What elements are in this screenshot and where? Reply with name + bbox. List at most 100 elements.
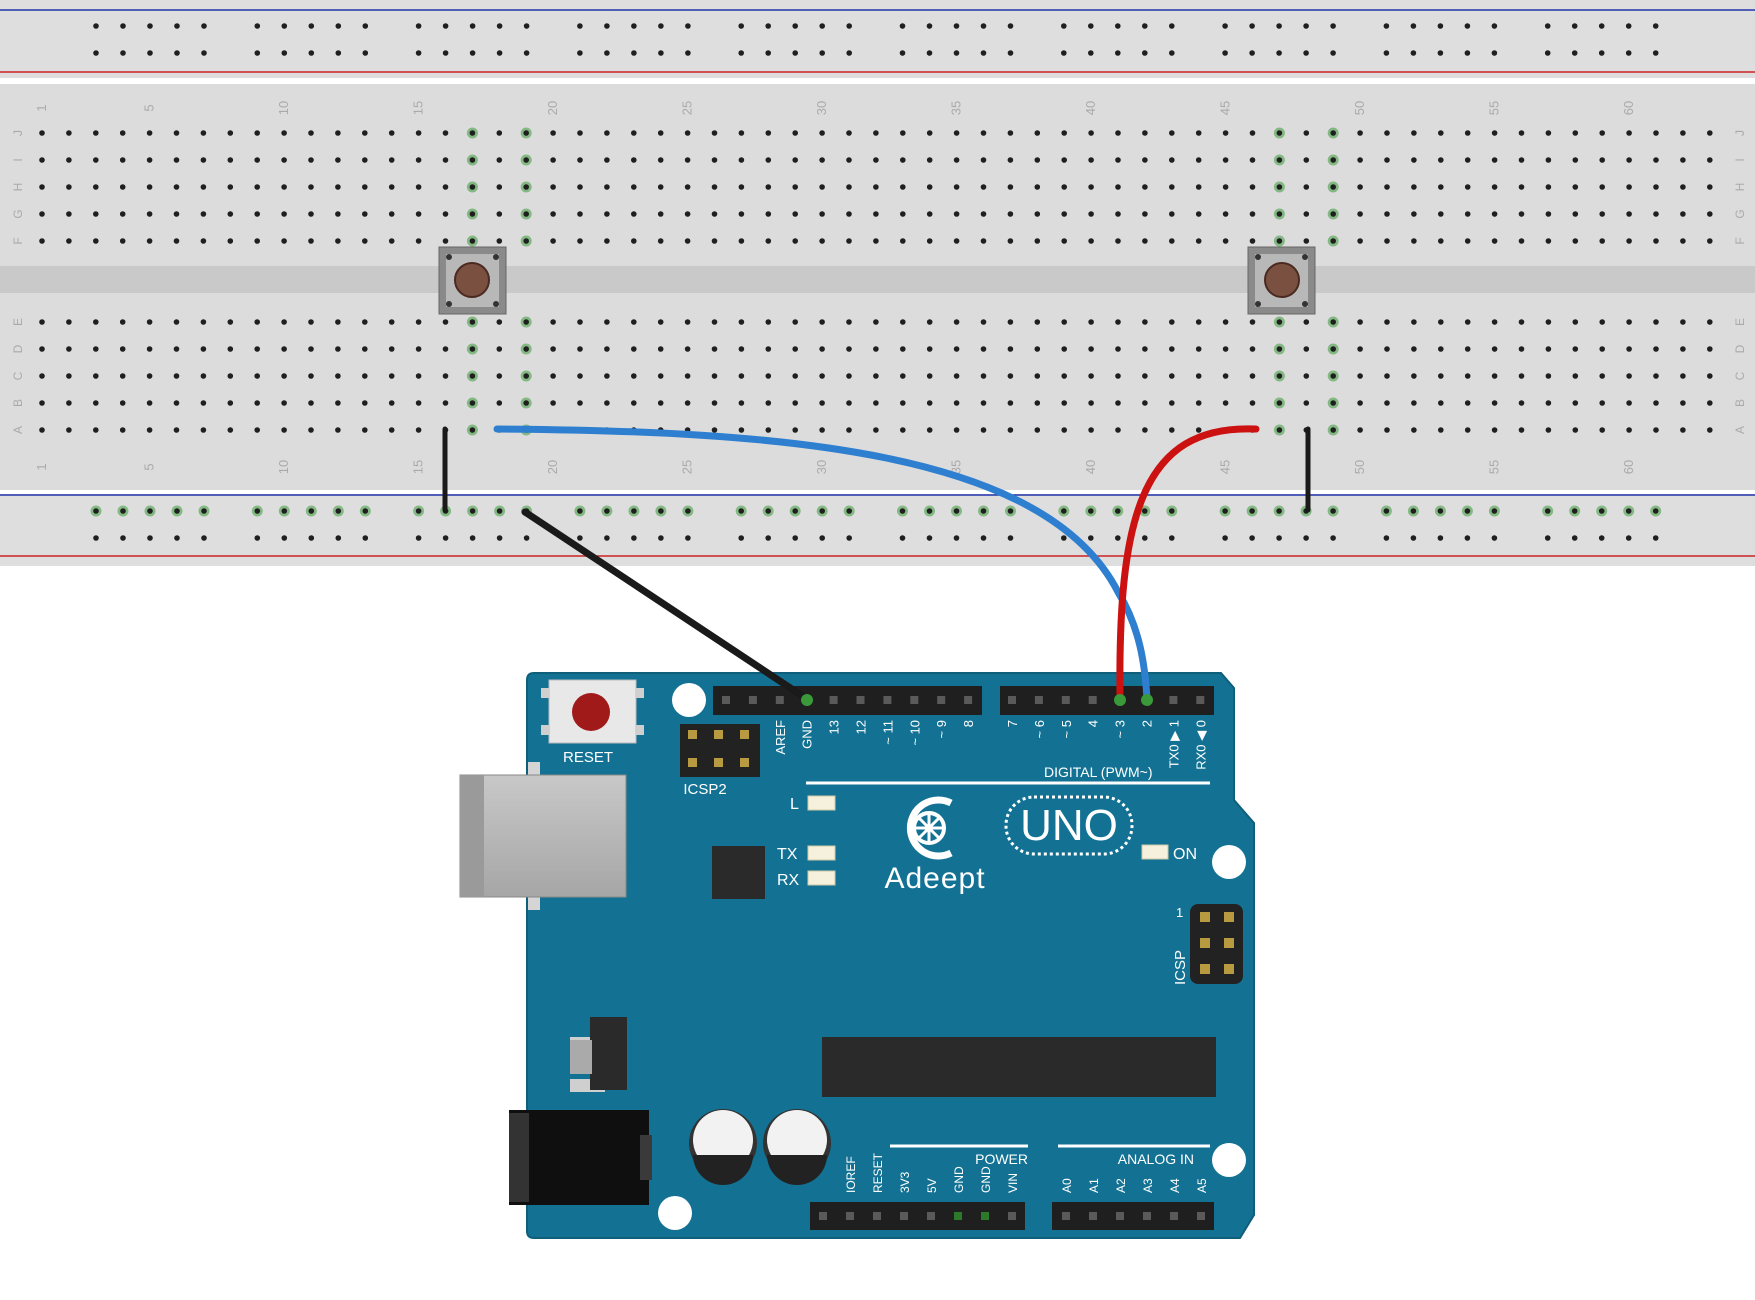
breadboard-hole[interactable] [1545, 319, 1552, 325]
breadboard-hole[interactable] [1491, 184, 1498, 190]
breadboard-hole[interactable] [442, 157, 449, 163]
breadboard-hole[interactable] [604, 346, 610, 352]
breadboard-hole[interactable] [1034, 238, 1041, 244]
breadboard-hole[interactable] [362, 373, 368, 379]
breadboard-hole[interactable] [200, 427, 207, 433]
rail-hole[interactable] [201, 535, 207, 541]
rail-hole[interactable] [308, 535, 315, 541]
breadboard-hole[interactable] [711, 238, 718, 244]
rail-hole[interactable] [953, 508, 960, 514]
breadboard-hole[interactable] [604, 211, 610, 217]
push-button-left[interactable] [438, 246, 507, 315]
rail-hole[interactable] [1410, 23, 1417, 29]
header-pin[interactable] [1008, 1212, 1016, 1220]
breadboard-hole[interactable] [1195, 211, 1202, 217]
breadboard-hole[interactable] [362, 238, 368, 244]
breadboard-hole[interactable] [1061, 238, 1067, 244]
breadboard-hole[interactable] [1707, 319, 1713, 325]
breadboard-hole[interactable] [1034, 400, 1041, 406]
rail-hole[interactable] [980, 23, 987, 29]
breadboard-hole[interactable] [200, 211, 207, 217]
breadboard-hole[interactable] [846, 319, 852, 325]
breadboard-hole[interactable] [1680, 130, 1686, 136]
breadboard-hole[interactable] [335, 157, 341, 163]
breadboard-hole[interactable] [1491, 373, 1498, 379]
rail-hole[interactable] [765, 50, 771, 56]
breadboard-hole[interactable] [1276, 157, 1283, 163]
rail-hole[interactable] [254, 535, 261, 541]
breadboard-hole[interactable] [335, 184, 341, 190]
breadboard-hole[interactable] [335, 319, 341, 325]
breadboard-hole[interactable] [846, 373, 852, 379]
breadboard-hole[interactable] [335, 238, 341, 244]
header-pin[interactable] [748, 696, 757, 704]
rail-hole[interactable] [1598, 23, 1605, 29]
breadboard-hole[interactable] [980, 157, 987, 163]
breadboard-hole[interactable] [66, 238, 72, 244]
breadboard-hole[interactable] [1330, 238, 1336, 244]
breadboard-hole[interactable] [39, 400, 45, 406]
rail-hole[interactable] [1464, 23, 1471, 29]
breadboard-hole[interactable] [1222, 130, 1229, 136]
breadboard-hole[interactable] [146, 130, 153, 136]
breadboard-hole[interactable] [873, 400, 879, 406]
breadboard-hole[interactable] [1384, 400, 1390, 406]
breadboard-hole[interactable] [1626, 211, 1632, 217]
breadboard-hole[interactable] [308, 373, 314, 379]
breadboard-hole[interactable] [1599, 184, 1605, 190]
rail-hole[interactable] [765, 535, 771, 541]
breadboard-hole[interactable] [1222, 238, 1229, 244]
breadboard-hole[interactable] [362, 184, 368, 190]
breadboard-hole[interactable] [1034, 211, 1041, 217]
breadboard-hole[interactable] [765, 157, 772, 163]
breadboard-hole[interactable] [657, 319, 664, 325]
rail-hole[interactable] [1330, 23, 1336, 29]
breadboard-hole[interactable] [604, 157, 610, 163]
rail-hole[interactable] [1303, 50, 1309, 56]
rail-hole[interactable] [1571, 535, 1578, 541]
breadboard-hole[interactable] [1707, 184, 1713, 190]
breadboard-hole[interactable] [442, 373, 449, 379]
breadboard-hole[interactable] [900, 130, 906, 136]
breadboard-hole[interactable] [657, 346, 664, 352]
breadboard-hole[interactable] [362, 427, 368, 433]
breadboard-hole[interactable] [1330, 184, 1336, 190]
rail-hole[interactable] [1652, 535, 1659, 541]
breadboard-hole[interactable] [577, 211, 583, 217]
breadboard-hole[interactable] [980, 346, 987, 352]
breadboard-hole[interactable] [604, 373, 610, 379]
rail-hole[interactable] [738, 23, 744, 29]
breadboard-hole[interactable] [1464, 130, 1471, 136]
rail-hole[interactable] [174, 50, 180, 56]
breadboard-hole[interactable] [523, 346, 529, 352]
breadboard-hole[interactable] [523, 400, 529, 406]
breadboard-hole[interactable] [980, 211, 987, 217]
breadboard-hole[interactable] [1491, 157, 1498, 163]
rail-hole[interactable] [685, 50, 691, 56]
breadboard-hole[interactable] [1088, 130, 1094, 136]
rail-hole[interactable] [899, 535, 906, 541]
breadboard-hole[interactable] [711, 130, 718, 136]
breadboard-hole[interactable] [926, 211, 933, 217]
breadboard-hole[interactable] [738, 184, 745, 190]
rail-hole[interactable] [362, 535, 369, 541]
breadboard-hole[interactable] [765, 427, 772, 433]
rail-hole[interactable] [523, 23, 530, 29]
breadboard-hole[interactable] [846, 400, 852, 406]
breadboard-hole[interactable] [146, 238, 153, 244]
rail-hole[interactable] [1437, 23, 1444, 29]
breadboard-hole[interactable] [281, 130, 287, 136]
breadboard-hole[interactable] [1518, 184, 1525, 190]
breadboard-hole[interactable] [1303, 157, 1310, 163]
breadboard-hole[interactable] [1572, 184, 1579, 190]
header-pin[interactable] [910, 696, 919, 704]
breadboard-hole[interactable] [1142, 211, 1148, 217]
rail-hole[interactable] [335, 50, 342, 56]
breadboard-hole[interactable] [550, 211, 556, 217]
breadboard-hole[interactable] [119, 373, 126, 379]
breadboard-hole[interactable] [173, 319, 180, 325]
rail-hole[interactable] [1061, 535, 1067, 541]
breadboard-hole[interactable] [765, 238, 772, 244]
breadboard-hole[interactable] [254, 427, 260, 433]
breadboard-hole[interactable] [523, 319, 529, 325]
